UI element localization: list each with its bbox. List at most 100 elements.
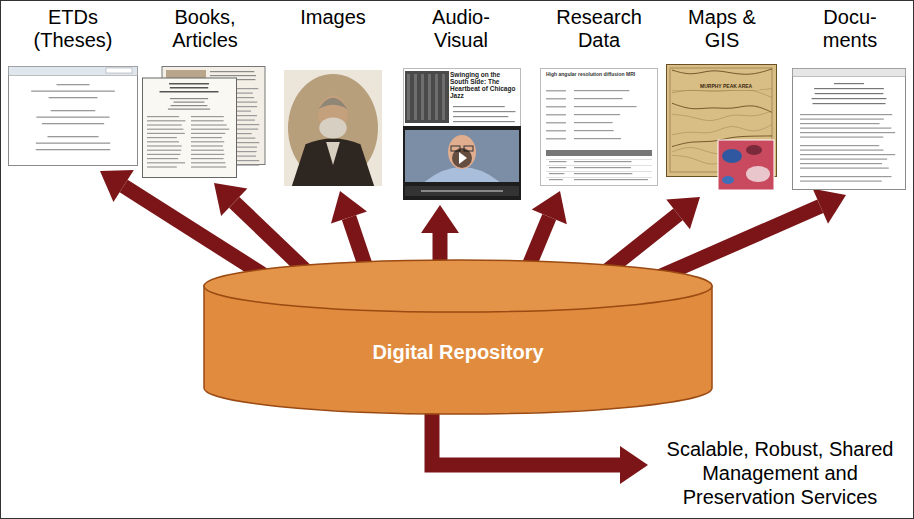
text-line (191, 133, 225, 134)
images-thumbnail (284, 70, 382, 186)
text-line (800, 181, 882, 182)
photo-stripe (435, 74, 438, 120)
text-line (800, 114, 892, 115)
flow-arrow (214, 183, 312, 277)
text-line (453, 111, 516, 112)
table-header (546, 150, 652, 156)
arrow-head (421, 205, 459, 233)
text-line (171, 105, 208, 106)
contour-line (672, 125, 772, 135)
play-icon (459, 152, 467, 164)
collection-item: Docu- ments (790, 2, 910, 192)
text-line (800, 154, 895, 155)
text-line (574, 98, 623, 99)
text-line (147, 141, 179, 142)
contour-line (672, 69, 772, 74)
arrow-head (100, 170, 134, 202)
arrow-head (214, 183, 247, 216)
field-name (546, 114, 566, 116)
text-line (800, 159, 887, 160)
docs-thumbnail (792, 68, 906, 190)
video-frame (403, 126, 521, 200)
web-page (404, 69, 521, 127)
field-name (546, 130, 566, 132)
text-line (574, 179, 648, 180)
photo-stripe (414, 74, 417, 120)
text-line (574, 173, 632, 174)
text-line (42, 123, 104, 124)
text-line (453, 116, 508, 117)
photo-stripe (407, 74, 410, 120)
text-line (147, 154, 180, 155)
text-line (814, 88, 884, 89)
text-line (800, 163, 882, 164)
text-line (36, 149, 111, 150)
browser-bar (793, 69, 906, 77)
water-patch (722, 176, 734, 184)
books-thumbnail (142, 66, 266, 178)
collection-item: Maps & GIS (660, 2, 784, 194)
text-line (49, 97, 98, 98)
text-line (800, 128, 891, 129)
beard (319, 118, 346, 139)
item-heading: Books, Articles (157, 6, 253, 52)
play-button (452, 148, 472, 168)
text-line (191, 166, 226, 167)
field-patch (746, 166, 770, 182)
item-heading: Images (285, 6, 381, 29)
text-line (812, 103, 885, 104)
table-rule (546, 165, 652, 167)
arrow-head (666, 197, 700, 229)
water-patch (722, 149, 742, 163)
field-name (546, 98, 566, 100)
text-line (549, 167, 566, 168)
photo-stripe (421, 74, 424, 120)
text-line (800, 137, 883, 138)
table-rule (546, 177, 652, 179)
text-line (815, 93, 884, 94)
text-line (549, 161, 566, 162)
arrow-shaft (124, 186, 272, 280)
text-line (549, 173, 564, 174)
text-line (147, 150, 181, 151)
photo-ground (284, 70, 382, 186)
text-line (800, 168, 889, 169)
item-heading: Research Data (551, 6, 647, 52)
arrow-head (813, 189, 846, 224)
arrow-head (620, 446, 648, 484)
field-name (546, 138, 566, 140)
photo-stripe (442, 74, 445, 120)
thumbnail-caption: Swinging on the South Side: The Heartbea… (450, 71, 518, 100)
field-name (546, 90, 566, 92)
contour-line (672, 111, 772, 121)
flow-arrow (650, 189, 846, 281)
text-line (191, 137, 222, 138)
text-line (574, 90, 629, 91)
text-line (147, 166, 177, 167)
shirt (326, 142, 340, 165)
text-line (574, 122, 613, 123)
text-line (147, 145, 182, 146)
text-line (191, 158, 223, 159)
video-image (405, 130, 519, 182)
cylinder-top (204, 260, 712, 312)
text-line (174, 102, 205, 103)
item-heading: Maps & GIS (674, 6, 770, 52)
page (143, 78, 237, 178)
text-line (147, 120, 185, 121)
hair (318, 98, 347, 110)
text-line (453, 106, 505, 107)
field-name (546, 106, 566, 108)
page (793, 69, 906, 190)
text-line (147, 162, 185, 163)
text-line (56, 84, 89, 85)
text-line (147, 116, 179, 117)
text-line (574, 106, 636, 107)
cylinder-shape (200, 258, 716, 416)
face (448, 135, 476, 169)
collection-item: Images (280, 2, 386, 188)
repository-cylinder: Digital Repository (200, 258, 716, 416)
browser-bar (9, 67, 138, 76)
item-heading: Docu- ments (802, 6, 898, 52)
photo (405, 71, 449, 123)
